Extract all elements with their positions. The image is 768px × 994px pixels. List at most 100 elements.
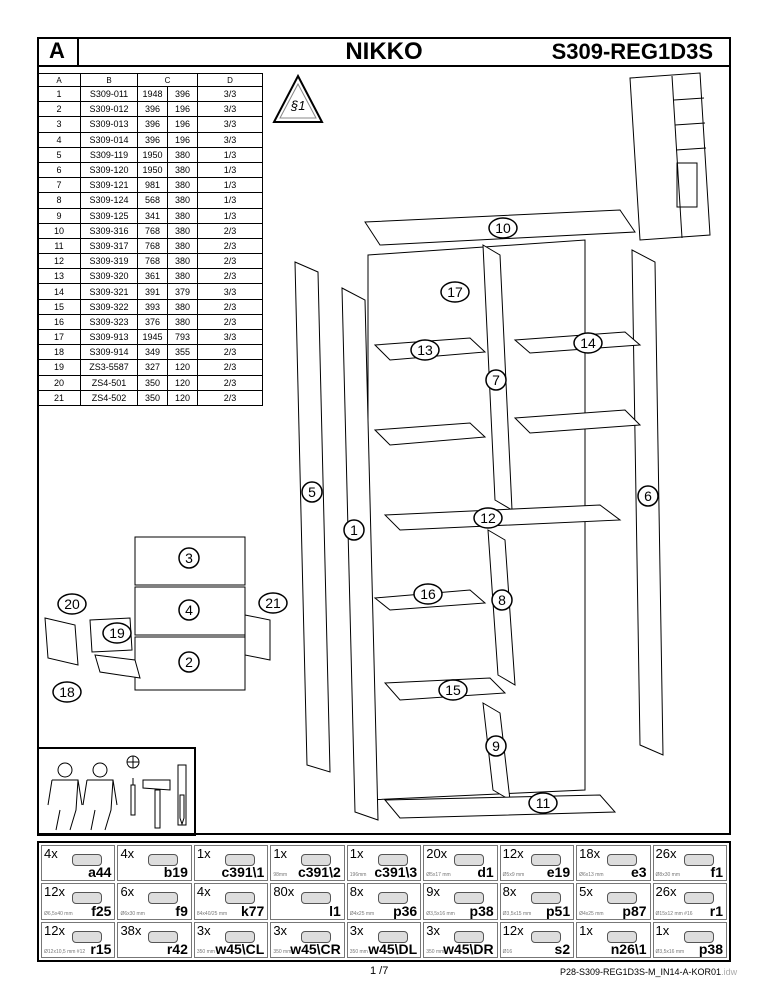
hardware-part-icon xyxy=(301,854,332,866)
hardware-code: e19 xyxy=(546,864,571,881)
svg-text:14: 14 xyxy=(580,335,596,351)
hardware-part-icon xyxy=(454,892,485,905)
person-icon xyxy=(47,762,83,831)
svg-text:4: 4 xyxy=(185,602,193,618)
hardware-qty: 1x xyxy=(579,922,593,938)
hardware-size: Ø3,5x16 mm xyxy=(426,910,455,917)
hardware-size: 350 mm xyxy=(349,948,368,955)
hardware-part-icon xyxy=(72,892,102,905)
hardware-part-icon xyxy=(148,854,179,866)
hardware-qty: 1x xyxy=(655,922,670,938)
part-label-10: 10 xyxy=(488,217,518,239)
hardware-part-icon xyxy=(377,854,408,866)
svg-text:2: 2 xyxy=(185,654,193,670)
part-label-2: 2 xyxy=(178,651,200,673)
svg-text:5: 5 xyxy=(308,484,316,500)
page-number: 1 /7 xyxy=(370,965,389,977)
hardware-code: p38 xyxy=(469,902,494,919)
hardware-part-icon xyxy=(607,930,638,943)
part-label-3: 3 xyxy=(178,547,200,569)
hardware-code: f25 xyxy=(91,902,112,919)
part-label-17: 17 xyxy=(440,281,470,303)
hardware-size: Ø6x30 mm xyxy=(120,910,145,917)
hardware-qty: 18x xyxy=(579,846,601,861)
hardware-code: r1 xyxy=(709,902,723,919)
hardware-qty: 4x xyxy=(196,884,211,900)
hardware-code: a44 xyxy=(88,864,112,881)
part-label-1: 1 xyxy=(343,519,365,541)
svg-text:6: 6 xyxy=(644,488,652,504)
hardware-code: w45\CR xyxy=(290,940,341,957)
hardware-qty: 26x xyxy=(655,884,677,900)
panels xyxy=(44,209,664,821)
hardware-part-icon xyxy=(148,892,179,905)
hardware-qty: 12x xyxy=(502,922,524,938)
hardware-size: Ø5x9 mm xyxy=(502,872,525,879)
hardware-qty: 9x xyxy=(426,884,440,900)
hardware-part-icon xyxy=(454,930,485,943)
screwdriver-icon xyxy=(126,755,140,816)
hardware-size: 196mm xyxy=(349,872,367,879)
part-label-18: 18 xyxy=(52,681,82,703)
hardware-qty: 5x xyxy=(579,884,593,900)
part-label-7: 7 xyxy=(485,369,507,391)
hardware-size: 98mm xyxy=(273,872,288,879)
header: A NIKKO S309-REG1D3S xyxy=(37,37,731,67)
hammer-icon xyxy=(142,779,171,829)
hardware-part-icon xyxy=(377,892,408,905)
hardware-code: b19 xyxy=(163,864,188,881)
svg-text:7: 7 xyxy=(492,372,500,388)
hardware-size: Ø3,5x16 mm xyxy=(655,948,685,955)
svg-text:12: 12 xyxy=(480,510,496,526)
page-frame xyxy=(37,37,731,835)
hardware-part-icon xyxy=(607,892,638,905)
hardware-size: Ø6x13 mm xyxy=(579,872,604,879)
hardware-size: Ø12x10,5 mm #12 xyxy=(44,948,86,955)
hardware-size: Ø4x25 mm xyxy=(579,910,604,917)
hardware-code: p51 xyxy=(545,902,571,919)
part-label-19: 19 xyxy=(102,622,132,644)
svg-text:3: 3 xyxy=(185,550,193,566)
file-ext: .idw xyxy=(721,967,738,977)
hardware-code: e3 xyxy=(630,864,647,881)
hardware-part-icon xyxy=(530,892,561,905)
hardware-code: r15 xyxy=(90,940,112,957)
svg-text:18: 18 xyxy=(59,684,75,700)
hardware-qty: 3x xyxy=(273,922,288,938)
hardware-qty: 3x xyxy=(349,922,364,938)
part-label-9: 9 xyxy=(485,735,507,757)
hardware-part-icon xyxy=(454,854,485,866)
hardware-qty: 6x xyxy=(120,884,135,900)
svg-text:16: 16 xyxy=(420,586,436,602)
hardware-code: s2 xyxy=(554,940,571,957)
hardware-code: d1 xyxy=(477,864,494,881)
